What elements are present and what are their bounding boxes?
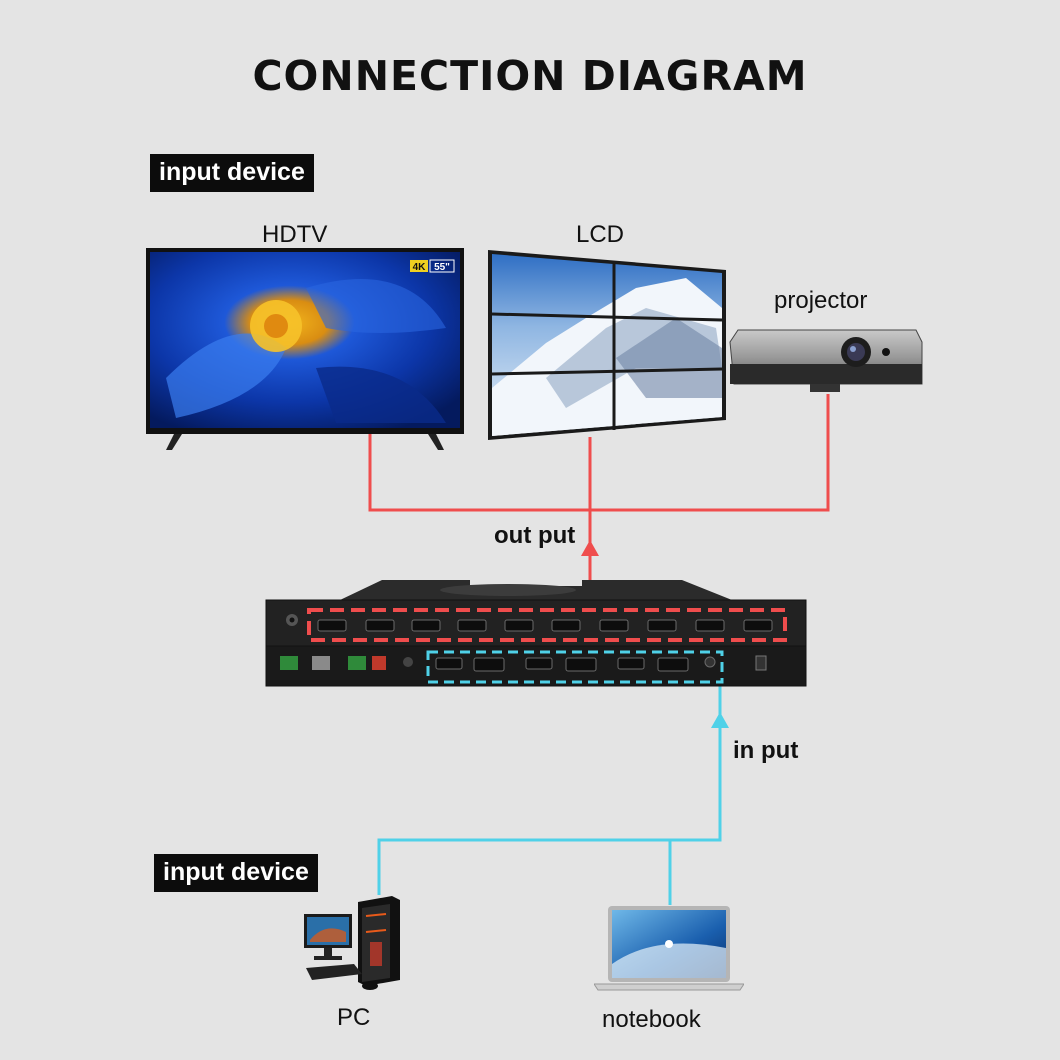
projector-label: projector [774, 287, 868, 314]
laptop-icon [594, 906, 744, 991]
hdmi-input-ports [435, 656, 716, 672]
page-title: CONNECTION DIAGRAM [252, 52, 808, 100]
input-label: in put [733, 737, 799, 764]
pc-label: PC [337, 1004, 371, 1031]
hdmi-output-ports [317, 619, 773, 632]
input-port-highlight [426, 650, 724, 684]
output-port-highlight [307, 608, 787, 642]
hdtv-label: HDTV [262, 221, 328, 248]
input-lines [377, 686, 722, 905]
notebook-label: notebook [602, 1006, 701, 1033]
flat-tv-icon: 4K 55" [146, 248, 464, 450]
badge-size-text: 55" [434, 262, 450, 273]
output-label: out put [494, 522, 576, 549]
lcd-label: LCD [576, 221, 625, 248]
output-line-frame [368, 394, 830, 512]
arrow-up-icon [581, 540, 599, 556]
desktop-pc-icon [304, 896, 400, 990]
input-device-tag-bottom: input device [154, 854, 318, 892]
arrow-up-icon [711, 712, 729, 728]
video-wall-icon [488, 250, 726, 440]
input-line-main [377, 686, 722, 895]
projector-icon [729, 329, 923, 392]
hdmi-matrix-switcher-icon [265, 580, 807, 687]
badge-4k-text: 4K [413, 262, 427, 273]
input-device-tag-top: input device [150, 154, 314, 192]
badge-4k [410, 260, 428, 272]
control-ports [280, 656, 413, 670]
